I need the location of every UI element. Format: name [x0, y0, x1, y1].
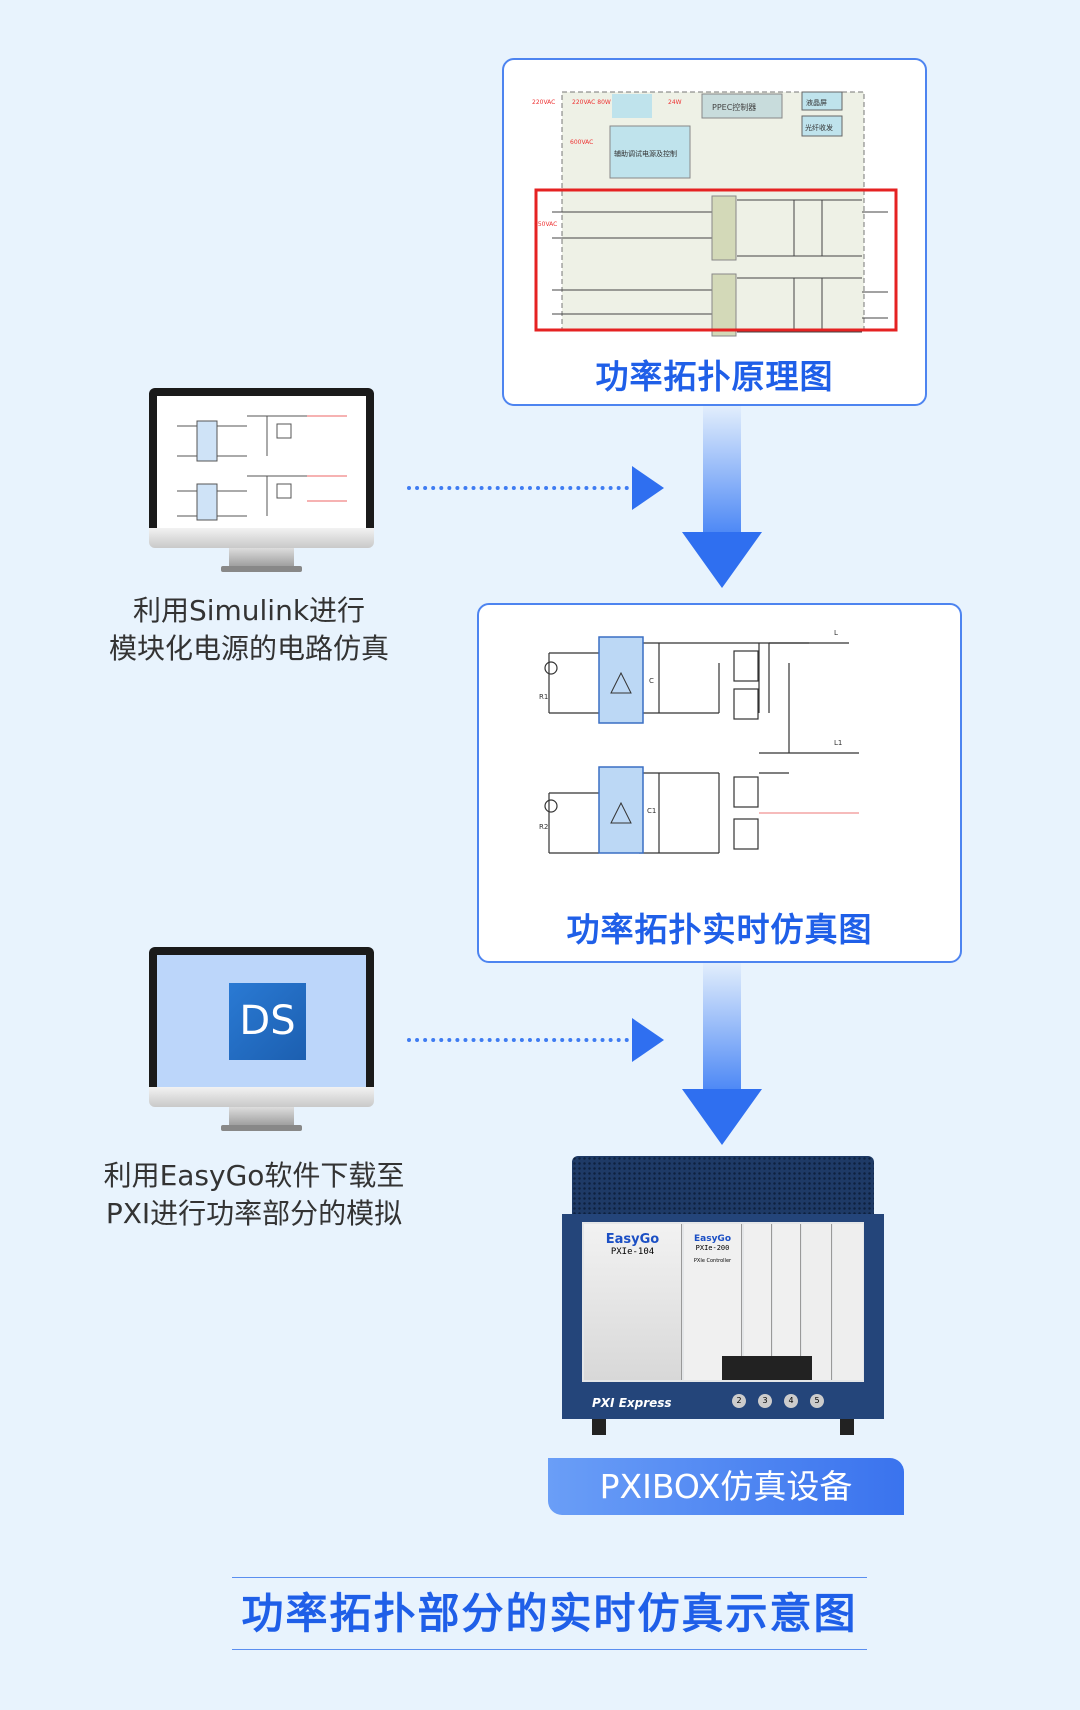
- aux-power-label: 辅助调试电源及控制: [614, 149, 677, 158]
- voltage-label: 650VAC: [534, 221, 557, 228]
- easygo-monitor: DS: [149, 947, 374, 1134]
- step1-line2: 模块化电源的电路仿真: [108, 632, 389, 665]
- simulink-monitor: [149, 388, 374, 575]
- power-label: 24W: [668, 99, 682, 106]
- realtime-simulation-schematic: R1 R2 C C1 L L1: [539, 629, 859, 854]
- step2-line1: 利用EasyGo软件下载至: [103, 1159, 405, 1192]
- capacitor-label: C1: [647, 807, 656, 815]
- resistor-label: R2: [539, 823, 548, 831]
- lcd-label: 液晶屏: [806, 98, 827, 107]
- step1-description: 利用Simulink进行 模块化电源的电路仿真: [69, 592, 429, 668]
- pxibox-device-button[interactable]: PXIBOX仿真设备: [548, 1458, 904, 1515]
- down-arrow-icon: [682, 1089, 762, 1145]
- schematic-panel: PPEC控制器 液晶屏 光纤收发 辅助调试电源及控制 220VAC 220VAC…: [502, 58, 927, 406]
- step2-line2: PXI进行功率部分的模拟: [105, 1197, 403, 1230]
- slot-number: 2: [732, 1394, 746, 1408]
- inductor-label: L1: [834, 739, 842, 747]
- right-arrow-icon: [632, 466, 664, 510]
- simulation-panel: R1 R2 C C1 L L1 功率拓扑实时仿真图: [477, 603, 962, 963]
- power-topology-schematic: PPEC控制器 液晶屏 光纤收发 辅助调试电源及控制 220VAC 220VAC…: [532, 91, 898, 337]
- voltage-label: 600VAC: [570, 139, 593, 146]
- pxi-chassis: EasyGo PXIe-104 EasyGo PXIe-200 PXIe Con…: [562, 1156, 884, 1435]
- simulation-title: 功率拓扑实时仿真图: [566, 910, 873, 949]
- voltage-label: 220VAC: [532, 99, 555, 106]
- controller-label: PXIe Controller: [693, 1258, 732, 1264]
- brand-logo: EasyGo: [693, 1234, 731, 1244]
- module1-label: PXIe-104: [610, 1247, 655, 1257]
- simulink-circuit-thumbnail: [177, 415, 347, 521]
- footer-title: 功率拓扑部分的实时仿真示意图: [232, 1577, 867, 1650]
- flow-arrow-shaft: [703, 963, 741, 1093]
- fiber-label: 光纤收发: [805, 123, 833, 132]
- step2-description: 利用EasyGo软件下载至 PXI进行功率部分的模拟: [74, 1157, 434, 1233]
- flow-arrow-shaft: [703, 406, 741, 536]
- down-arrow-icon: [682, 532, 762, 588]
- pxi-express-logo: PXI Express: [592, 1396, 672, 1410]
- dotted-connector: [407, 486, 629, 490]
- step1-line1: 利用Simulink进行: [132, 594, 366, 627]
- slot-number: 3: [758, 1394, 772, 1408]
- slot-number: 5: [810, 1394, 824, 1408]
- slot-number: 4: [784, 1394, 798, 1408]
- voltage-label: 220VAC 80W: [572, 99, 611, 106]
- schematic-title: 功率拓扑原理图: [595, 357, 834, 396]
- ds-app-icon: DS: [229, 983, 306, 1060]
- capacitor-label: C: [649, 677, 654, 685]
- resistor-label: R1: [539, 693, 548, 701]
- brand-logo: EasyGo: [605, 1232, 660, 1247]
- inductor-label: L: [834, 629, 838, 637]
- module2-label: PXIe-200: [695, 1244, 730, 1252]
- right-arrow-icon: [632, 1018, 664, 1062]
- ppec-label: PPEC控制器: [712, 102, 756, 112]
- dotted-connector: [407, 1038, 629, 1042]
